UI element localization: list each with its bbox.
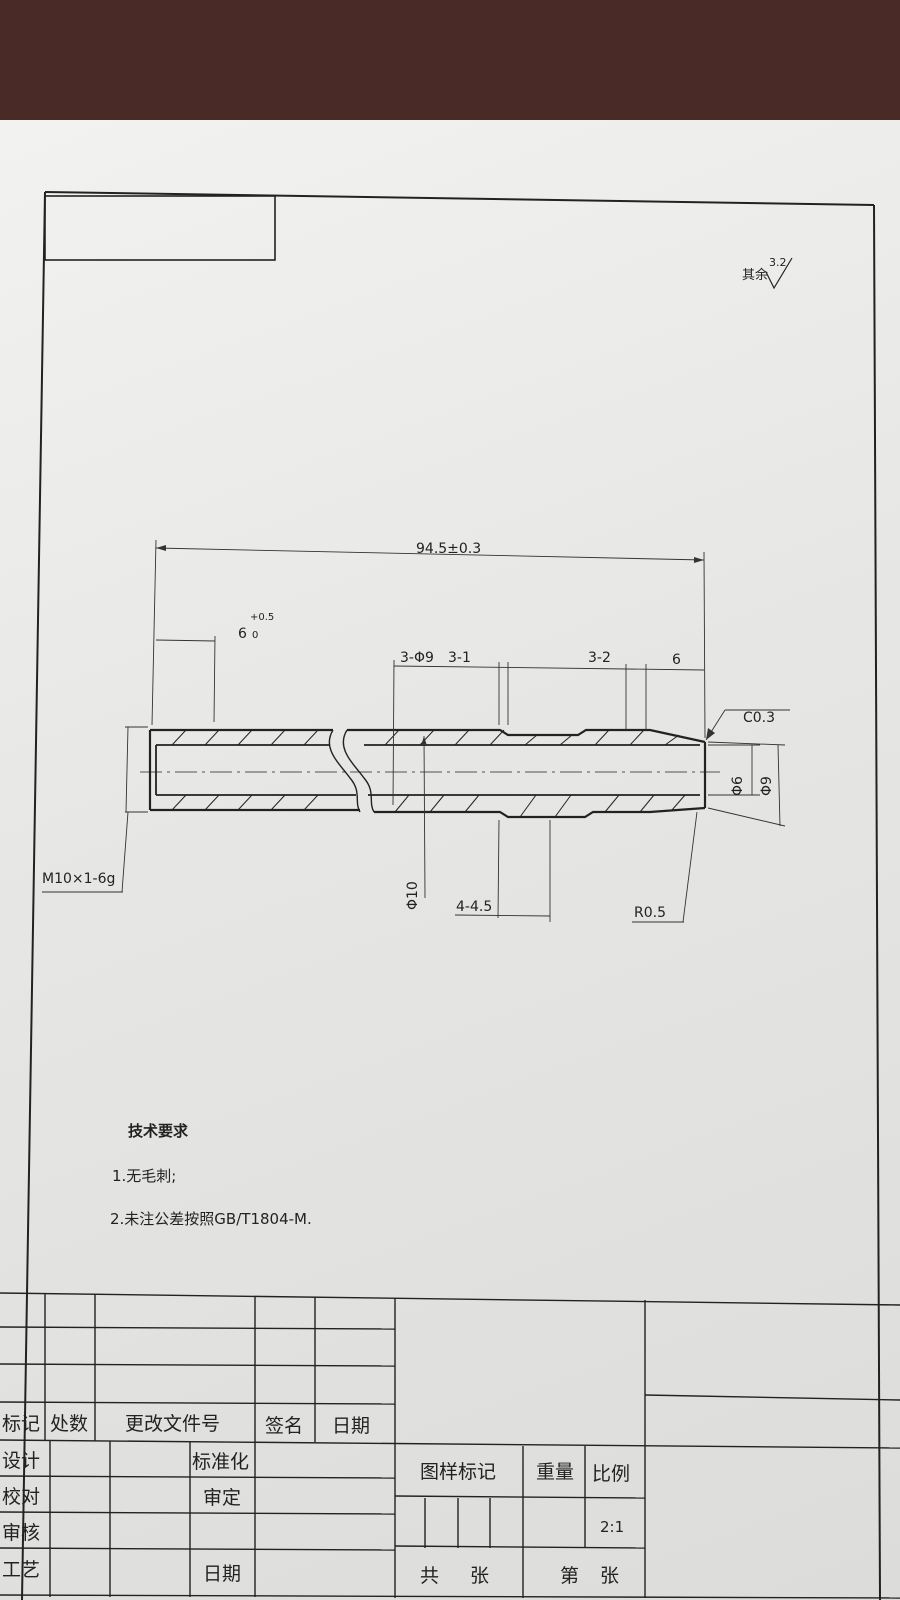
dim-outer-dia: Φ9 — [759, 776, 775, 796]
tb-col-count: 处数 — [50, 1413, 88, 1435]
tb-standardize: 标准化 — [192, 1451, 249, 1473]
tb-approve: 审定 — [203, 1487, 241, 1509]
roughness-value: 3.2 — [769, 256, 787, 269]
tb-col-sign: 签名 — [265, 1415, 303, 1437]
dim-overall-length: 94.5±0.3 — [416, 541, 481, 557]
tb-scale-label: 比例 — [592, 1463, 630, 1485]
dim-thread-tol-lower: 0 — [252, 630, 258, 641]
dim-thread-spec: M10×1-6g — [42, 871, 115, 887]
dim-bore-dia: Φ6 — [730, 776, 746, 796]
dimension-arrows — [156, 545, 715, 746]
tb-scale-value: 2:1 — [600, 1518, 624, 1536]
dim-body-dia: Φ10 — [405, 881, 421, 910]
title-block-grid — [0, 1292, 900, 1599]
tb-sheets: 张 — [470, 1565, 489, 1587]
tech-req-item2: 2.未注公差按照GB/T1804-M. — [110, 1210, 312, 1228]
tb-total: 共 — [420, 1565, 439, 1587]
dim-end-length: 6 — [672, 652, 681, 668]
dim-groove-ref-2: 3-2 — [588, 650, 611, 666]
roughness-symbol — [765, 257, 793, 290]
tb-process: 工艺 — [2, 1559, 40, 1581]
roughness-prefix: 其余 — [742, 267, 768, 283]
dimension-lines — [42, 539, 790, 923]
drawing-frame — [21, 191, 881, 1600]
tb-review: 审核 — [2, 1522, 40, 1544]
tb-weight: 重量 — [536, 1461, 574, 1483]
drawing-sheet — [0, 120, 900, 1600]
dim-thread-tol-upper: +0.5 — [250, 612, 274, 623]
dim-groove-ref-1: 3-1 — [448, 650, 471, 666]
tb-pattern-mark: 图样标记 — [420, 1461, 496, 1483]
tb-number: 第 — [560, 1565, 579, 1587]
tb-col-doc: 更改文件号 — [125, 1413, 220, 1435]
tech-req-title: 技术要求 — [128, 1122, 189, 1140]
tb-col-mark: 标记 — [2, 1413, 40, 1435]
dim-chamfer: C0.3 — [743, 710, 775, 726]
tb-check: 校对 — [2, 1486, 40, 1508]
tech-req-item1: 1.无毛刺; — [112, 1167, 177, 1185]
dim-radius: R0.5 — [634, 905, 666, 921]
dim-thread-length: 6 — [238, 626, 247, 642]
tb-col-date: 日期 — [332, 1415, 370, 1437]
dim-groove-count-dia: 3-Φ9 — [400, 650, 434, 666]
shaft-part — [140, 728, 720, 819]
tb-design: 设计 — [2, 1450, 40, 1472]
dim-groove-pitch: 4-4.5 — [456, 899, 492, 915]
tb-date2: 日期 — [203, 1563, 241, 1585]
tb-sheet2: 张 — [600, 1565, 619, 1587]
